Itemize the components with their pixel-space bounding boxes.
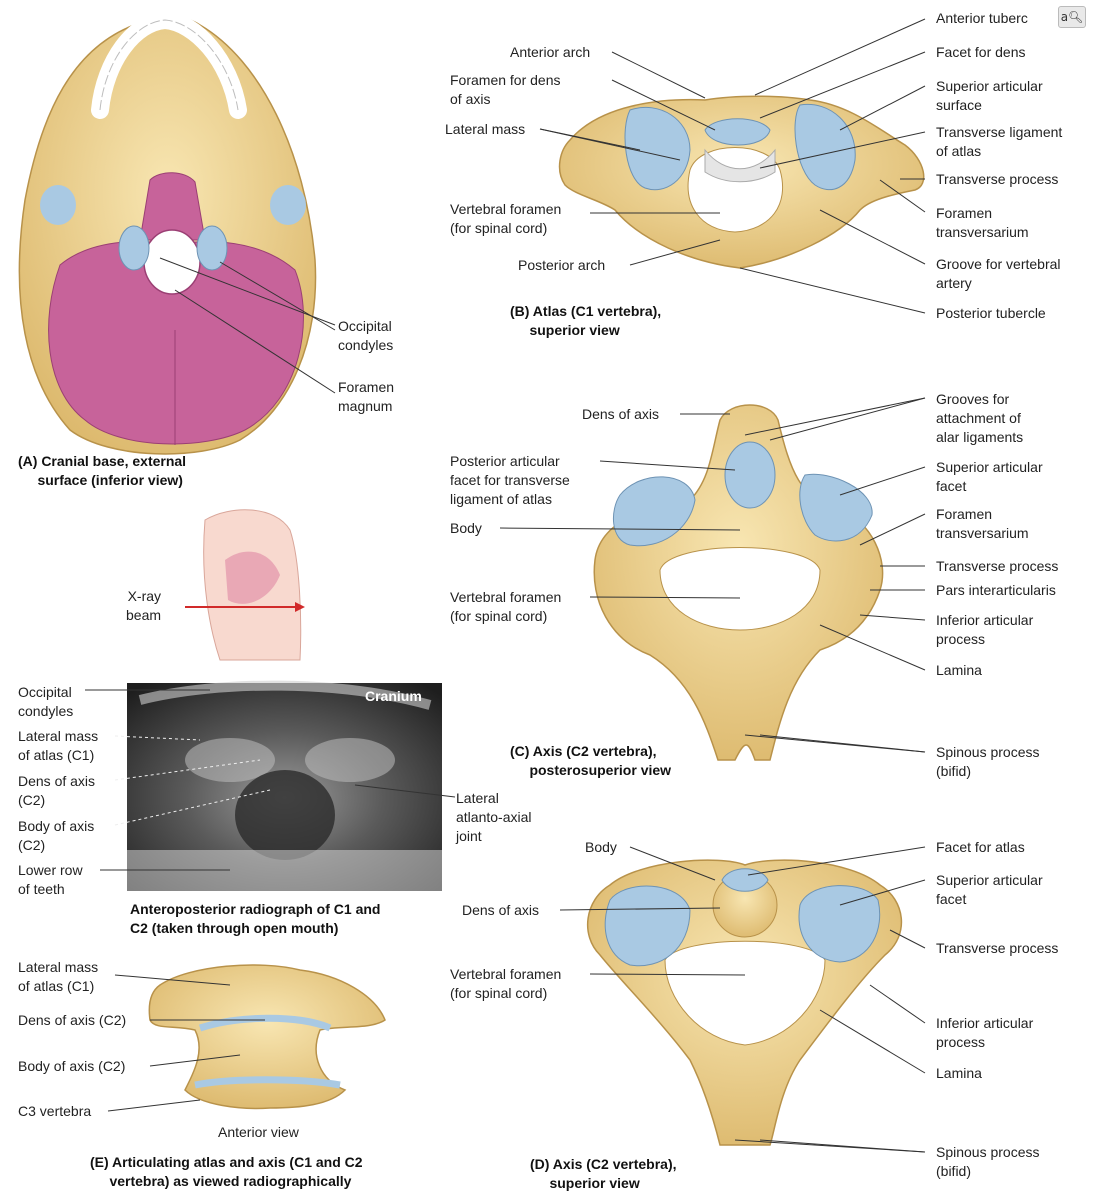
label-groove-vertebral-artery: Groove for vertebral artery	[936, 256, 1061, 291]
caption-xray: Anteroposterior radiograph of C1 and C2 …	[130, 901, 381, 936]
label-foramen-transversarium-c: Foramen transversarium	[936, 506, 1029, 541]
label-foramen-transversarium-b: Foramen transversarium	[936, 205, 1029, 240]
label-xray-dens: Dens of axis (C2)	[18, 773, 96, 808]
label-posterior-articular-facet: Posterior articular facet for transverse…	[450, 453, 570, 507]
label-cranium: Cranium	[365, 688, 422, 704]
label-inferior-articular-process-d: Inferior articular process	[936, 1015, 1034, 1050]
label-superior-articular-facet-d: Superior articular facet	[936, 872, 1043, 907]
label-transverse-process-c: Transverse process	[936, 558, 1059, 574]
label-e-c3: C3 vertebra	[18, 1103, 92, 1119]
label-posterior-arch: Posterior arch	[518, 257, 606, 273]
label-anterior-tubercle: Anterior tuberc	[936, 10, 1028, 26]
label-lamina-c: Lamina	[936, 662, 982, 678]
label-occipital-condyles-a: Occipital condyles	[338, 318, 394, 353]
axis-posterosuperior-illustration	[593, 404, 884, 761]
caption-panel-d: (D) Axis (C2 vertebra), superior view	[530, 1156, 677, 1191]
label-facet-for-dens: Facet for dens	[936, 44, 1026, 60]
caption-panel-b: (B) Atlas (C1 vertebra), superior view	[510, 303, 662, 338]
cranial-base-illustration	[18, 10, 317, 455]
leader-line	[219, 261, 336, 331]
label-vertebral-foramen-d: Vertebral foramen (for spinal cord)	[450, 966, 562, 1001]
label-facet-for-atlas: Facet for atlas	[936, 839, 1025, 855]
label-transverse-process-b: Transverse process	[936, 171, 1059, 187]
leader-line	[174, 289, 336, 394]
caption-panel-a: (A) Cranial base, external surface (infe…	[18, 453, 187, 488]
articulating-atlas-axis-illustration	[148, 964, 386, 1110]
leader-line	[159, 257, 336, 326]
label-body-d: Body	[585, 839, 617, 855]
label-dens-of-axis-c: Dens of axis	[582, 406, 660, 422]
label-e-anterior-view: Anterior view	[218, 1124, 299, 1140]
label-dens-of-axis-d: Dens of axis	[462, 902, 540, 918]
label-grooves-alar: Grooves for attachment of alar ligaments	[936, 391, 1024, 445]
label-pars-interarticularis: Pars interarticularis	[936, 582, 1056, 598]
label-xray-lower-teeth: Lower row of teeth	[18, 862, 83, 897]
label-lamina-d: Lamina	[936, 1065, 982, 1081]
label-body-c: Body	[450, 520, 482, 536]
label-superior-articular-facet-c: Superior articular facet	[936, 459, 1043, 494]
label-inferior-articular-process-c: Inferior articular process	[936, 612, 1034, 647]
label-xray-body: Body of axis (C2)	[18, 818, 95, 853]
label-xray-lateral-mass: Lateral mass of atlas (C1)	[18, 728, 99, 763]
label-foramen-for-dens: Foramen for dens of axis	[450, 72, 561, 107]
label-lateral-mass: Lateral mass	[445, 121, 526, 137]
label-xray-occipital-condyles: Occipital condyles	[18, 684, 74, 719]
label-spinous-process-c: Spinous process (bifid)	[936, 744, 1040, 779]
xray-radiograph	[127, 680, 442, 891]
axis-superior-illustration	[586, 859, 902, 1146]
label-e-body: Body of axis (C2)	[18, 1058, 126, 1074]
label-posterior-tubercle: Posterior tubercle	[936, 305, 1046, 321]
label-foramen-magnum: Foramen magnum	[338, 379, 395, 414]
magnifier-icon[interactable]: a🔍︎	[1058, 6, 1086, 28]
label-xray-beam: X-ray beam	[126, 588, 162, 623]
label-transverse-process-d: Transverse process	[936, 940, 1059, 956]
head-sagittal-sketch	[185, 509, 305, 661]
label-xray-lateral-joint: Lateral atlanto-axial joint	[456, 790, 532, 844]
atlas-illustration	[558, 95, 925, 269]
label-anterior-arch: Anterior arch	[510, 44, 591, 60]
label-transverse-ligament: Transverse ligament of atlas	[936, 124, 1063, 159]
label-vertebral-foramen-c: Vertebral foramen (for spinal cord)	[450, 589, 562, 624]
caption-panel-e: (E) Articulating atlas and axis (C1 and …	[90, 1154, 363, 1189]
label-superior-articular-surface: Superior articular surface	[936, 78, 1043, 113]
label-e-lateral-mass: Lateral mass of atlas (C1)	[18, 959, 99, 994]
label-e-dens: Dens of axis (C2)	[18, 1012, 127, 1028]
caption-panel-c: (C) Axis (C2 vertebra), posterosuperior …	[510, 743, 672, 778]
label-vertebral-foramen-b: Vertebral foramen (for spinal cord)	[450, 201, 562, 236]
label-spinous-process-d: Spinous process (bifid)	[936, 1144, 1040, 1179]
